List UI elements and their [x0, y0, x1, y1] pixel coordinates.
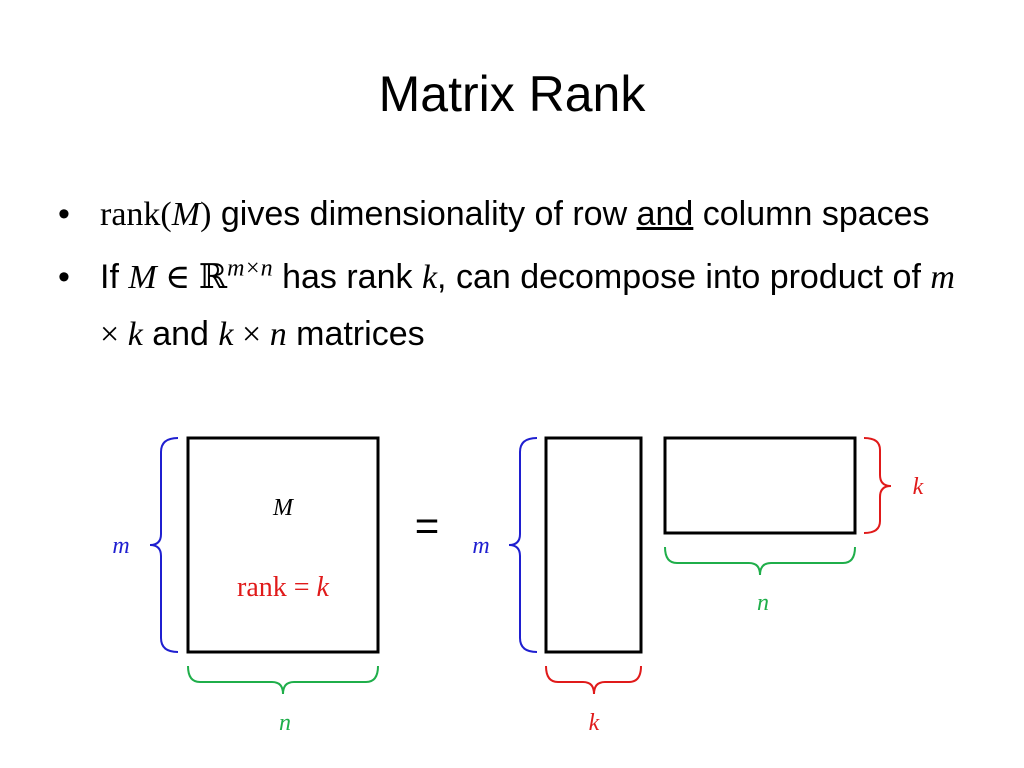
left-n-label: n	[279, 710, 291, 736]
rank-function: rank	[100, 196, 161, 233]
wide-matrix-box	[663, 436, 857, 535]
matrix-variable: M	[128, 259, 157, 296]
bullet-decomposition: • If M ∈ ℝm×n has rank k, can decompose …	[58, 249, 978, 363]
tall-m-brace	[508, 437, 538, 653]
bullet-text: , can decompose into product of	[437, 258, 931, 296]
left-m-brace	[149, 437, 179, 653]
dim-n: n	[269, 316, 287, 353]
bullet-dot: •	[58, 258, 70, 296]
times-symbol: ×	[100, 316, 128, 353]
rank-equation-text: rank =	[237, 572, 317, 603]
bullet-text: and	[142, 315, 219, 353]
tall-k-label: k	[589, 710, 600, 736]
equals-sign: =	[415, 502, 440, 549]
tall-k-brace	[545, 665, 642, 695]
rank-variable: k	[421, 259, 438, 296]
bullet-text: column spaces	[693, 195, 930, 233]
dim-k: k	[218, 316, 234, 353]
tall-matrix-box	[544, 436, 643, 654]
underlined-and: and	[636, 195, 694, 233]
matrix-m-box	[186, 436, 380, 654]
open-paren: (	[160, 196, 172, 233]
tall-m-label: m	[472, 533, 489, 559]
left-m-label: m	[112, 533, 129, 559]
dim-m: m	[930, 259, 955, 296]
rank-equation-var: k	[317, 572, 330, 603]
slide-title: Matrix Rank	[378, 66, 646, 122]
rank-equation: rank = k	[237, 572, 330, 603]
reals-symbol: ℝ	[198, 259, 228, 296]
bullet-text: If	[100, 258, 129, 296]
wide-k-label: k	[913, 474, 924, 500]
bullet-dot: •	[58, 195, 70, 233]
dimension-superscript: m×n	[227, 255, 273, 282]
matrix-variable: M	[171, 196, 201, 233]
wide-n-label: n	[757, 590, 769, 616]
bullet-list: • rank(M) gives dimensionality of row an…	[58, 186, 978, 369]
bullet-text: has rank	[272, 258, 422, 296]
dim-k: k	[127, 316, 143, 353]
times-symbol: ×	[233, 316, 270, 353]
matrix-m-label: M	[272, 495, 295, 521]
left-n-brace	[187, 665, 379, 695]
wide-k-brace	[863, 437, 892, 534]
wide-n-brace	[664, 546, 856, 576]
bullet-text: matrices	[286, 315, 425, 353]
bullet-rank-definition: • rank(M) gives dimensionality of row an…	[58, 186, 978, 243]
bullet-text: gives dimensionality of row	[211, 195, 637, 233]
member-symbol: ∈	[156, 259, 199, 296]
close-paren: )	[200, 196, 212, 233]
